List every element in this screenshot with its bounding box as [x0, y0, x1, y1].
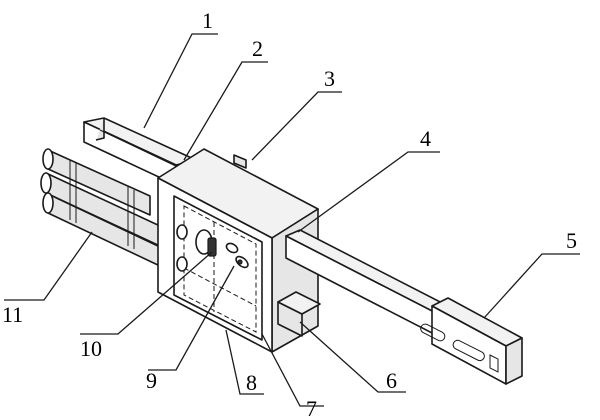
leader-10 [80, 251, 213, 335]
leader-4 [297, 151, 440, 233]
leader-9 [148, 265, 235, 371]
callout-labels: 1 2 3 4 5 6 7 8 9 10 11 [2, 8, 577, 420]
knob-assembly [176, 224, 249, 272]
cylinder-bundle [40, 148, 161, 267]
leaders [4, 33, 580, 407]
callout-11: 11 [2, 302, 23, 327]
callout-7: 7 [306, 396, 317, 420]
callout-10: 10 [80, 336, 102, 361]
callout-9: 9 [146, 368, 157, 393]
leader-5 [483, 253, 580, 319]
callout-1: 1 [202, 8, 213, 33]
upper-rail [83, 117, 197, 186]
callout-6: 6 [386, 368, 397, 393]
leader-3 [251, 91, 342, 161]
callout-5: 5 [566, 228, 577, 253]
leader-11 [4, 231, 93, 301]
leader-2 [183, 61, 268, 161]
callout-8: 8 [246, 370, 257, 395]
callout-3: 3 [324, 66, 335, 91]
sliding-bar [285, 229, 523, 385]
leader-1 [143, 33, 218, 129]
lower-support [277, 291, 321, 337]
callout-4: 4 [420, 126, 431, 151]
callout-2: 2 [252, 36, 263, 61]
leader-7 [261, 333, 324, 407]
leader-6 [299, 321, 406, 393]
leader-8 [225, 329, 264, 395]
